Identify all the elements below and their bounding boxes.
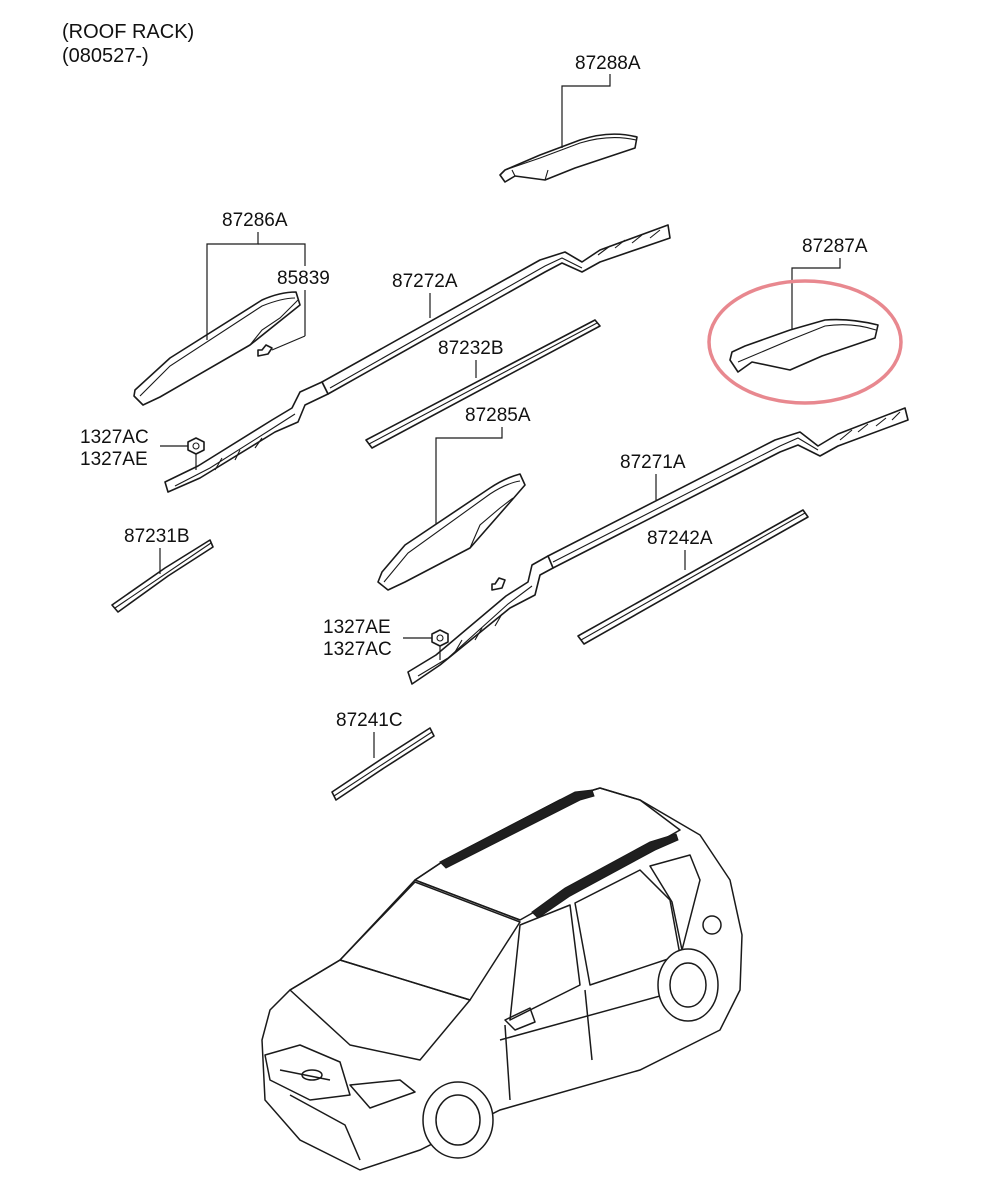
label-87232B: 87232B: [438, 338, 504, 359]
part-1327-nut-bottom[interactable]: [431, 629, 449, 647]
part-87232B-strip[interactable]: [365, 319, 601, 449]
label-87285A: 87285A: [465, 405, 531, 426]
label-87286A: 87286A: [222, 210, 288, 231]
part-87286A[interactable]: [133, 291, 301, 406]
diagram-title: (ROOF RACK): [62, 21, 194, 43]
part-87288A[interactable]: [499, 133, 638, 183]
label-87287A: 87287A: [802, 236, 868, 257]
car-outline-icon: [261, 787, 743, 1171]
part-87241C-strip[interactable]: [331, 727, 435, 801]
leader-85839-b: [271, 335, 306, 351]
label-1327AC-top: 1327AC: [80, 427, 149, 448]
part-1327-nut-top[interactable]: [187, 437, 205, 455]
part-87272A-rail[interactable]: [164, 224, 671, 493]
label-1327AC-bottom: 1327AC: [323, 639, 392, 660]
label-1327AE-bottom: 1327AE: [323, 617, 391, 638]
leader-87288A: [561, 74, 611, 148]
label-87288A: 87288A: [575, 53, 641, 74]
part-87242A-strip[interactable]: [577, 509, 809, 645]
part-clip-center[interactable]: [491, 577, 506, 591]
leader-87286A-b: [258, 243, 306, 266]
label-87231B: 87231B: [124, 526, 190, 547]
label-87241C: 87241C: [336, 710, 403, 731]
part-85839-clip[interactable]: [257, 344, 273, 357]
highlight-circle-87287A: [707, 279, 903, 405]
label-1327AE-top: 1327AE: [80, 449, 148, 470]
label-85839: 85839: [277, 268, 330, 289]
part-87285A[interactable]: [377, 473, 526, 591]
label-87272A: 87272A: [392, 271, 458, 292]
leader-87285A: [435, 427, 503, 524]
leader-87287A: [791, 258, 841, 330]
label-87242A: 87242A: [647, 528, 713, 549]
diagram-date-range: (080527-): [62, 45, 149, 67]
label-87271A: 87271A: [620, 452, 686, 473]
part-87287A[interactable]: [729, 318, 879, 373]
part-87271A-rail[interactable]: [407, 407, 909, 685]
part-87231B-strip[interactable]: [111, 539, 214, 613]
leader-87286A: [206, 232, 259, 340]
